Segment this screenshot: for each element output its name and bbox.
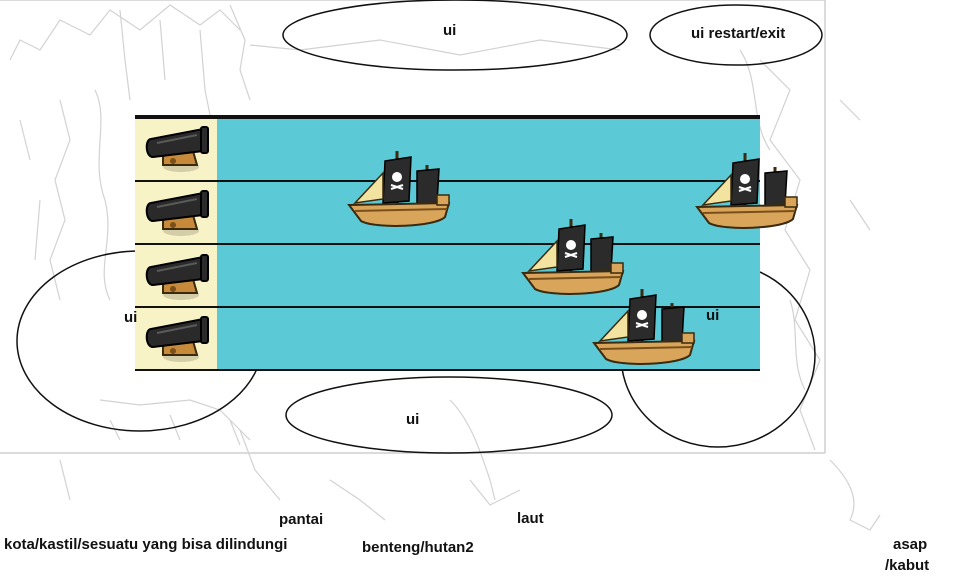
ui-restart-ellipse: [649, 4, 823, 66]
beach-label: pantai: [279, 511, 324, 528]
smoke-label-line1: asap: [893, 536, 928, 553]
pirate-ship-icon[interactable]: [693, 149, 805, 241]
pirate-ship-icon[interactable]: [519, 215, 631, 307]
lane-divider-3: [135, 306, 760, 308]
ui-left-label: ui: [124, 309, 138, 326]
fortress-label: benteng/hutan2: [362, 539, 474, 556]
smoke-label-line2: /kabut: [885, 557, 930, 574]
ui-restart-exit-label[interactable]: ui restart/exit: [691, 25, 786, 42]
city-label: kota/kastil/sesuatu yang bisa dilindungi: [4, 536, 288, 553]
pirate-ship-icon[interactable]: [345, 147, 457, 239]
lane-divider-2: [135, 243, 760, 245]
lane-border-bottom: [135, 369, 760, 371]
cannon-icon[interactable]: [141, 121, 211, 173]
sea-label: laut: [517, 510, 544, 527]
cannon-icon[interactable]: [141, 185, 211, 237]
ui-top-label: ui: [443, 22, 457, 39]
ui-bottom-label: ui: [406, 411, 420, 428]
ui-bottom-ellipse: [285, 376, 613, 454]
lane-border-top: [135, 115, 760, 119]
pirate-ship-icon[interactable]: [590, 285, 702, 377]
cannon-icon[interactable]: [141, 249, 211, 301]
lane-divider-1: [135, 180, 760, 182]
ui-top-ellipse: [282, 0, 628, 71]
cannon-icon[interactable]: [141, 311, 211, 363]
ui-right-label: ui: [706, 307, 720, 324]
game-board: [135, 115, 799, 371]
